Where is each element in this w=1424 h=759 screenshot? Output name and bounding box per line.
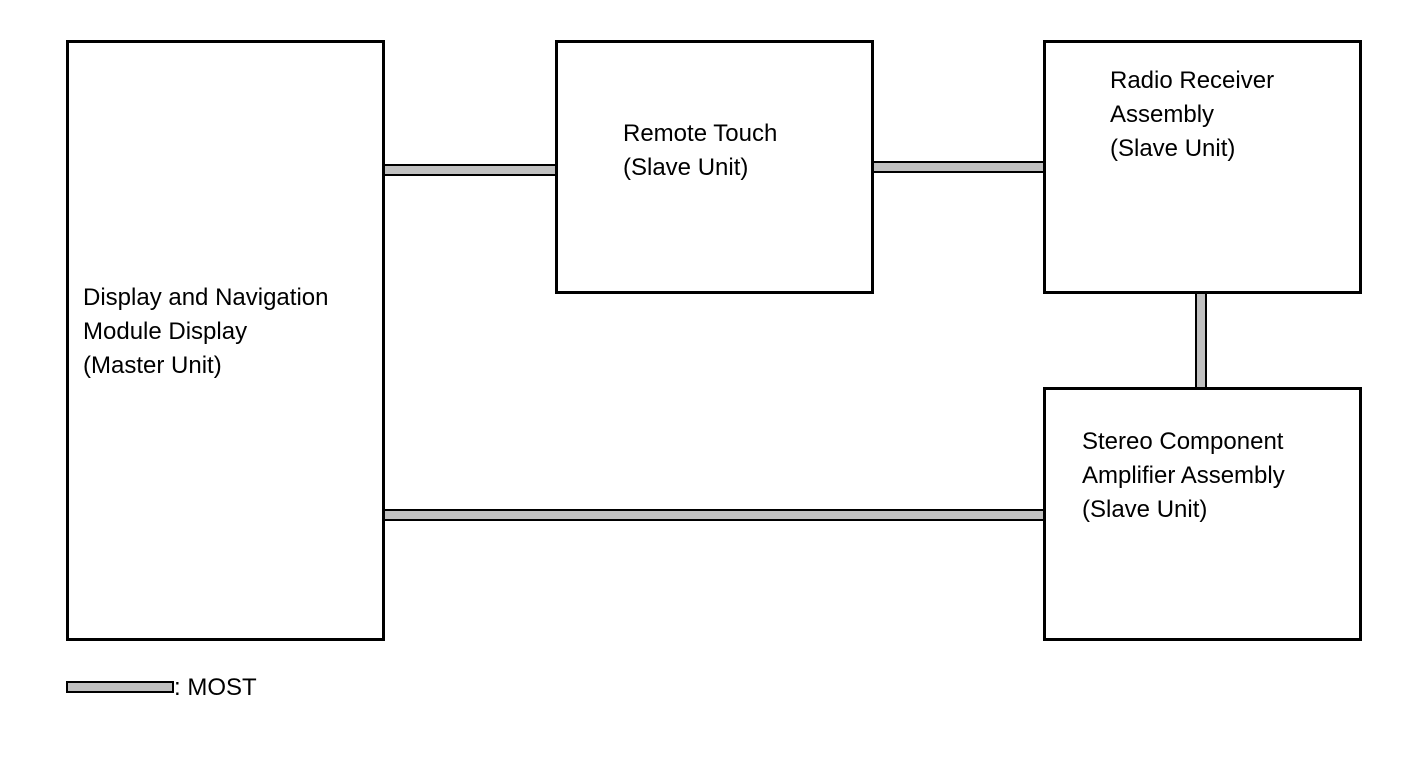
master-unit-box (66, 40, 385, 641)
radio-receiver-label: Radio Receiver Assembly (Slave Unit) (1110, 64, 1274, 166)
most-bus-radio-receiver-to-amplifier (1195, 292, 1207, 390)
amplifier-label-line2: Amplifier Assembly (1082, 462, 1285, 489)
radio-receiver-label-line1: Radio Receiver (1110, 67, 1275, 94)
legend-most-label: : MOST (174, 674, 257, 701)
legend-most-swatch (66, 681, 174, 693)
remote-touch-label-line2: (Slave Unit) (623, 154, 749, 181)
remote-touch-label: Remote Touch (Slave Unit) (623, 117, 777, 185)
master-unit-label-line1: Display and Navigation (83, 284, 329, 311)
remote-touch-box (555, 40, 874, 294)
most-bus-master-to-amplifier (382, 509, 1047, 521)
master-unit-label: Display and Navigation Module Display (M… (83, 281, 328, 383)
master-unit-label-line3: (Master Unit) (83, 352, 222, 379)
amplifier-label: Stereo Component Amplifier Assembly (Sla… (1082, 425, 1285, 527)
amplifier-label-line3: (Slave Unit) (1082, 496, 1208, 523)
master-unit-label-line2: Module Display (83, 318, 248, 345)
remote-touch-label-line1: Remote Touch (623, 120, 778, 147)
radio-receiver-label-line3: (Slave Unit) (1110, 135, 1236, 162)
most-bus-master-to-remote-touch (382, 164, 558, 176)
amplifier-box (1043, 387, 1362, 641)
radio-receiver-box (1043, 40, 1362, 294)
amplifier-label-line1: Stereo Component (1082, 428, 1284, 455)
most-bus-remote-touch-to-radio-receiver (871, 161, 1047, 173)
radio-receiver-label-line2: Assembly (1110, 101, 1215, 128)
